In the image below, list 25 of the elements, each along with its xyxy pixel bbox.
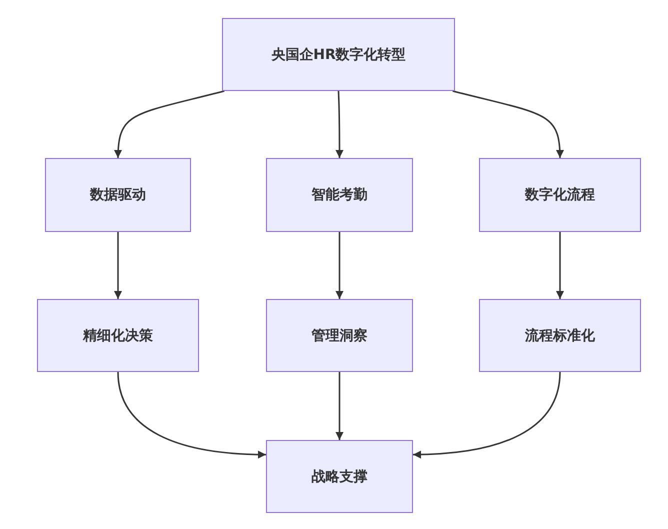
arrow — [336, 90, 344, 158]
node-label: 数据驱动 — [90, 186, 146, 204]
process-box — [222, 18, 455, 91]
arrow — [114, 90, 225, 158]
process-box — [479, 158, 641, 232]
process-box — [45, 158, 191, 232]
arrow — [452, 90, 564, 158]
node-label: 流程标准化 — [525, 326, 595, 344]
process-box — [37, 299, 199, 372]
arrow — [114, 232, 122, 299]
node-label: 智能考勤 — [312, 186, 368, 204]
arrow — [336, 372, 344, 440]
node-label: 数字化流程 — [525, 186, 595, 204]
process-box — [479, 299, 641, 372]
arrow — [336, 232, 344, 299]
node-label: 战略支撑 — [312, 468, 368, 486]
arrow — [556, 232, 564, 299]
process-box — [266, 299, 413, 372]
process-box — [266, 440, 413, 513]
node-label: 管理洞察 — [312, 326, 368, 344]
node-label: 央国企HR数字化转型 — [271, 46, 406, 64]
process-box — [266, 158, 413, 232]
arrow — [412, 372, 561, 458]
arrow — [117, 372, 266, 458]
node-label: 精细化决策 — [83, 326, 153, 344]
